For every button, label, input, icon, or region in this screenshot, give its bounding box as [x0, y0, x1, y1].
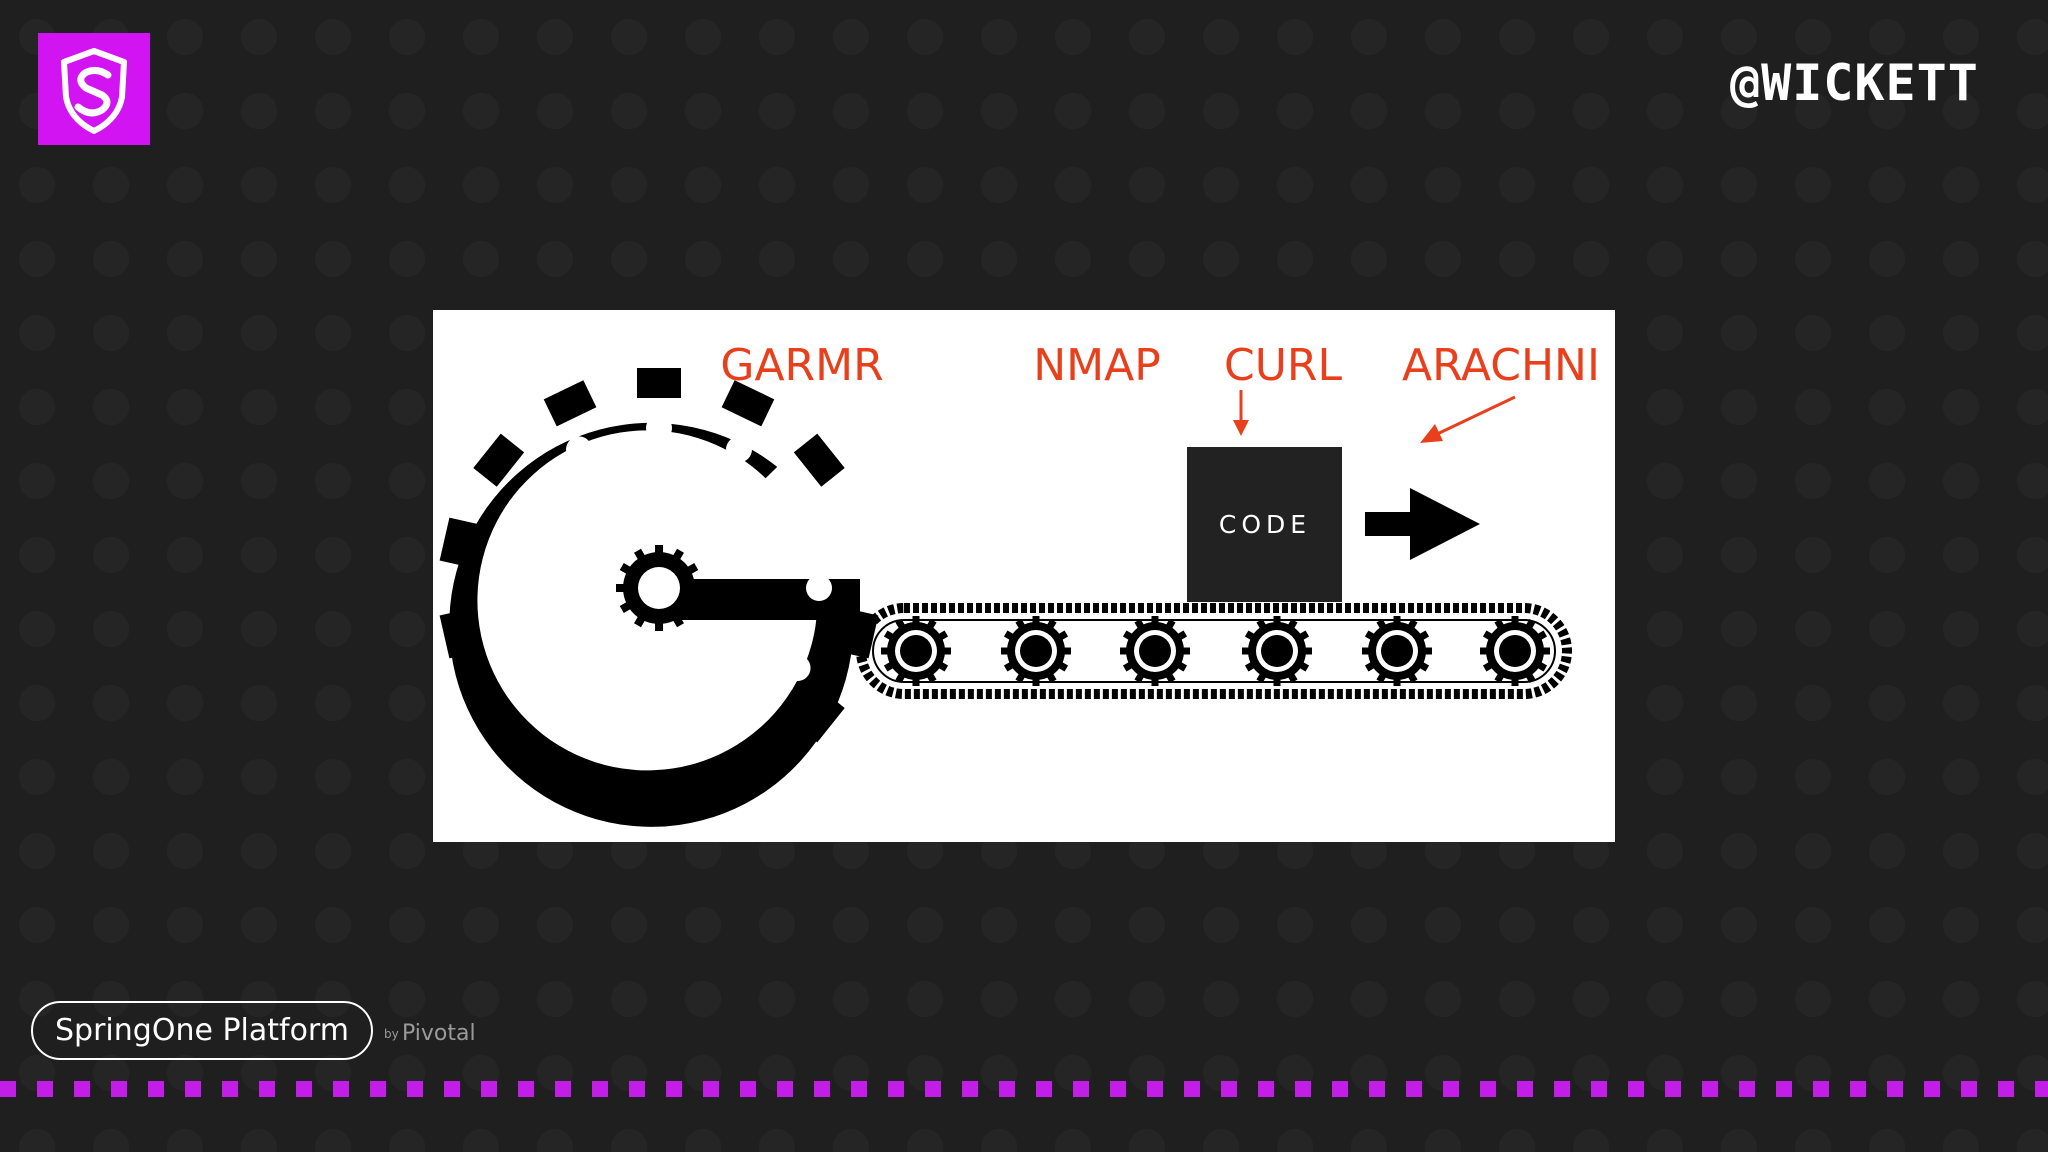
pipeline-diagram: GARMR NMAP CURL ARACHNI — [433, 310, 1615, 842]
shield-s-logo-icon — [61, 48, 127, 134]
tool-label-arachni: ARACHNI — [1402, 340, 1600, 391]
shield-logo — [38, 33, 150, 145]
dashed-accent-strip — [0, 1081, 2048, 1097]
code-box-label: CODE — [1219, 510, 1311, 539]
arrow-right-icon — [1365, 488, 1480, 560]
pivotal-brand: Pivotal — [402, 1021, 476, 1046]
tool-label-curl: CURL — [1224, 340, 1343, 391]
speaker-handle: @WICKETT — [1730, 54, 1979, 112]
code-box: CODE — [1187, 447, 1342, 602]
arachni-arrow-icon — [1420, 395, 1516, 443]
curl-arrow-icon — [1233, 390, 1249, 436]
gear-g-logo-icon — [439, 368, 879, 827]
diagram-canvas: GARMR NMAP CURL ARACHNI — [439, 340, 1600, 827]
brand-by-text: by — [384, 1027, 399, 1041]
tool-label-nmap: NMAP — [1033, 340, 1161, 391]
springone-platform-badge: SpringOne Platform — [31, 1001, 373, 1060]
conveyor-belt-icon — [856, 603, 1572, 699]
tool-label-garmr: GARMR — [720, 340, 883, 391]
